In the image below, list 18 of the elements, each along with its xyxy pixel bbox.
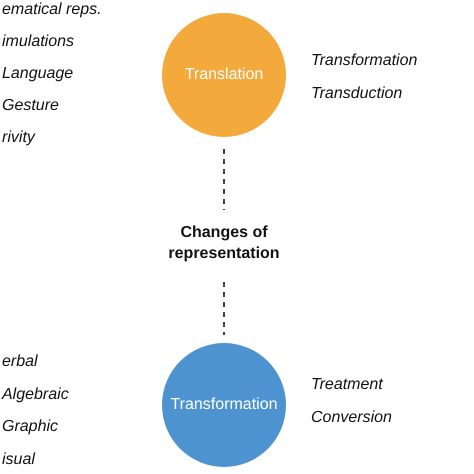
list-item: Gesture — [2, 96, 59, 116]
list-item: erbal — [2, 352, 38, 372]
list-item: Transformation — [311, 51, 418, 71]
central-heading: Changes of representation — [142, 218, 306, 270]
list-item: isual — [2, 450, 35, 470]
dashed-connector — [223, 149, 225, 210]
concept-circle: Transformation — [162, 343, 286, 467]
concept-circle: Translation — [162, 13, 286, 137]
list-item: imulations — [2, 32, 74, 52]
dashed-connector — [223, 282, 225, 335]
list-item: Algebraic — [2, 385, 69, 405]
list-item: Language — [2, 64, 74, 84]
list-item: Treatment — [311, 375, 383, 395]
list-item: Transduction — [311, 84, 402, 104]
list-item: Graphic — [2, 417, 58, 437]
list-item: rivity — [2, 128, 35, 148]
list-item: ematical reps. — [2, 0, 102, 20]
list-item: Conversion — [311, 408, 392, 428]
